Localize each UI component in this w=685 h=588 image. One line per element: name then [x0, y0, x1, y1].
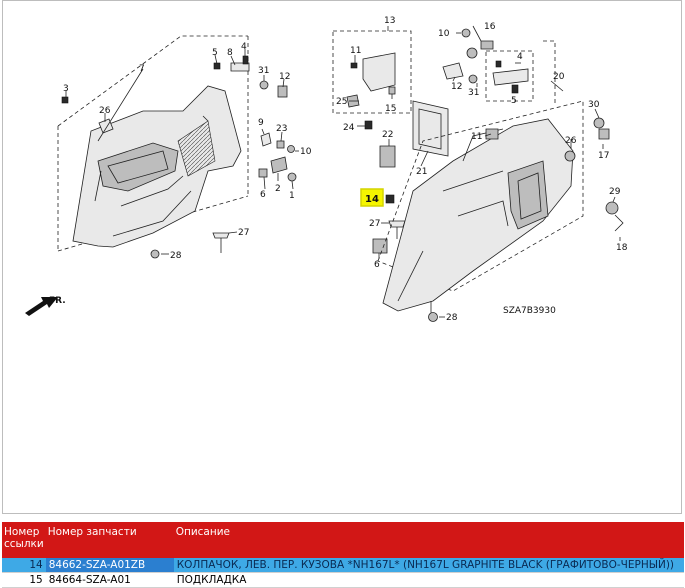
row-description: ПОДКЛАДКА: [173, 572, 684, 588]
callout-5b: 5: [511, 96, 517, 106]
front-label: FR.: [49, 296, 66, 306]
callout-14: 14: [365, 194, 379, 205]
parts-table-header: Номер ссылки Номер запчасти Описание: [2, 522, 684, 558]
front-direction-arrow: FR.: [25, 296, 66, 316]
highlighted-callout-14[interactable]: 14: [360, 188, 384, 207]
callout-25: 25: [336, 97, 347, 107]
callout-4: 4: [241, 42, 247, 52]
left-side-trim-panel: [57, 35, 249, 252]
callout-27b: 27: [369, 219, 380, 229]
callout-31b: 31: [468, 88, 479, 98]
callout-26b: 26: [565, 136, 577, 146]
callout-1: 1: [289, 191, 295, 201]
callout-29: 29: [609, 187, 621, 197]
header-ref-number[interactable]: Номер ссылки: [4, 526, 44, 550]
callout-11b: 11: [471, 132, 482, 142]
callout-8: 8: [227, 48, 233, 58]
callout-28b: 28: [446, 313, 458, 323]
callout-26: 26: [99, 106, 111, 116]
row-ref-number: 15: [2, 572, 46, 588]
parts-table: Номер ссылки Номер запчасти Описание 14 …: [2, 522, 684, 588]
callout-11: 11: [350, 46, 361, 56]
parts-diagram: FR.: [2, 0, 682, 514]
header-part-number[interactable]: Номер запчасти: [47, 526, 137, 538]
left-fasteners: [61, 55, 297, 259]
left-leaders: [65, 49, 299, 255]
callout-5: 5: [212, 48, 218, 58]
callout-17: 17: [598, 151, 609, 161]
callout-numbers: 1 2 3 4 4 5 5 6 6 7 8 9 10 10 11 11 12 1…: [63, 16, 628, 323]
table-row[interactable]: 15 84664-SZA-A01 ПОДКЛАДКА: [2, 572, 684, 588]
parts-diagram-svg: FR.: [25, 16, 628, 323]
callout-27: 27: [238, 228, 249, 238]
callout-20: 20: [553, 72, 565, 82]
row-description: КОЛПАЧОК, ЛЕВ. ПЕР. КУЗОВА *NH167L* (NH1…: [173, 558, 684, 573]
callout-10: 10: [300, 147, 312, 157]
row-part-number[interactable]: 84662-SZA-A01ZB: [45, 558, 174, 573]
callout-7: 7: [139, 64, 145, 74]
callout-16: 16: [484, 22, 496, 32]
callout-31: 31: [258, 66, 269, 76]
callout-12: 12: [279, 72, 290, 82]
callout-23: 23: [276, 124, 287, 134]
callout-4b: 4: [517, 52, 523, 62]
callout-28: 28: [170, 251, 182, 261]
callout-15: 15: [385, 104, 396, 114]
row-ref-number: 14: [2, 558, 46, 573]
middle-bracket-group: [332, 26, 449, 259]
callout-6: 6: [260, 190, 266, 200]
right-side-trim-panel: [377, 40, 584, 322]
drawing-code: SZA7B3930: [503, 306, 556, 316]
header-description[interactable]: Описание: [175, 526, 231, 538]
callout-22: 22: [382, 130, 393, 140]
callout-30: 30: [588, 100, 600, 110]
callout-18: 18: [616, 243, 628, 253]
callout-3: 3: [63, 84, 69, 94]
row-part-number[interactable]: 84664-SZA-A01: [45, 572, 174, 588]
callout-10b: 10: [438, 29, 450, 39]
callout-9: 9: [258, 118, 264, 128]
callout-6b: 6: [374, 260, 380, 270]
callout-24: 24: [343, 123, 355, 133]
table-row-selected[interactable]: 14 84662-SZA-A01ZB КОЛПАЧОК, ЛЕВ. ПЕР. К…: [2, 558, 684, 573]
callout-2: 2: [275, 184, 281, 194]
callout-21: 21: [416, 167, 427, 177]
right-fasteners: [442, 25, 624, 241]
callout-12b: 12: [451, 82, 462, 92]
callout-13: 13: [384, 16, 395, 26]
